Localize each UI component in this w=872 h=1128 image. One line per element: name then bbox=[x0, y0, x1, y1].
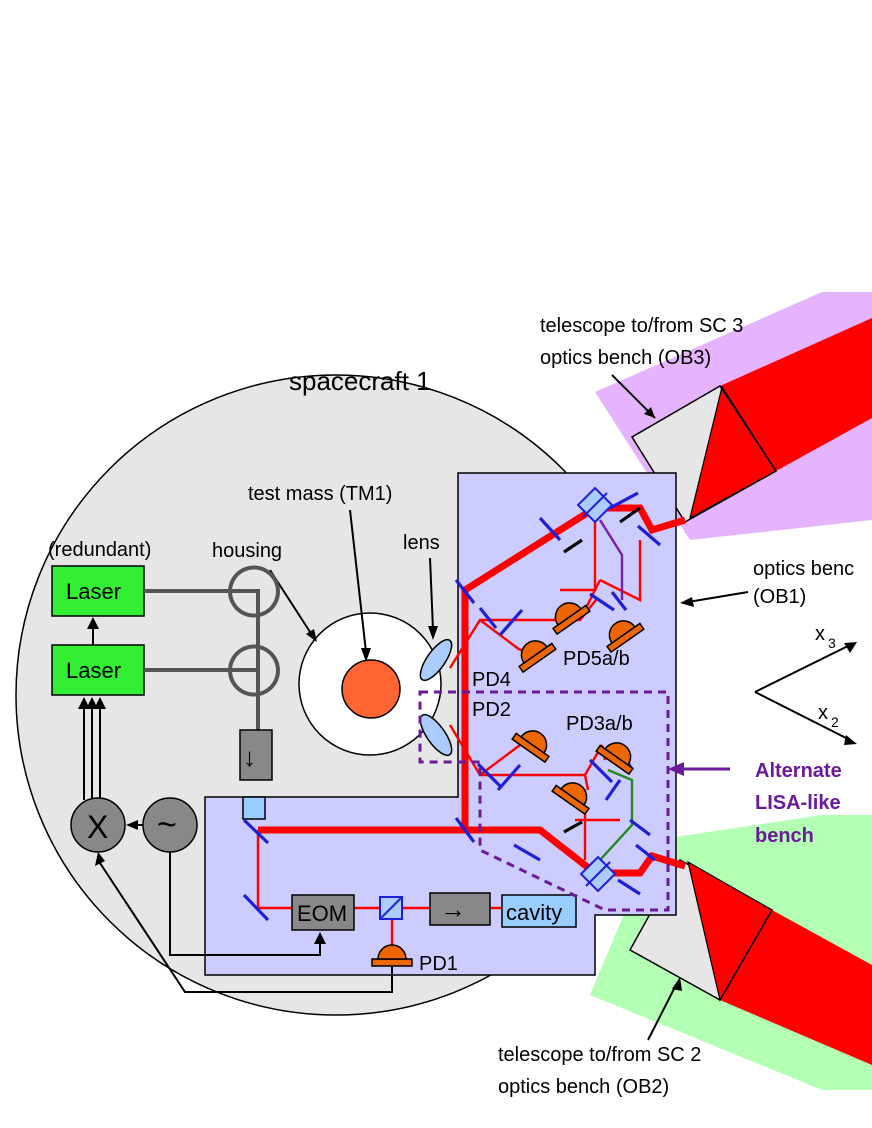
telescope3-label-line2: optics bench (OB3) bbox=[540, 347, 711, 369]
fiber-coupler bbox=[242, 796, 266, 820]
mixer-icon: X bbox=[87, 809, 108, 845]
right-arrow-icon: → bbox=[440, 894, 466, 924]
pd1-label: PD1 bbox=[419, 953, 458, 975]
sine-wave-icon: ~ bbox=[157, 806, 177, 844]
optics-bench-ob1 bbox=[204, 472, 677, 976]
x3-label: x bbox=[815, 623, 825, 645]
x3-subscript: 3 bbox=[828, 635, 836, 651]
coordinate-axes: x 3 x 2 bbox=[754, 623, 857, 745]
laser-top-label: Laser bbox=[66, 579, 121, 604]
beamsplitter-icon bbox=[379, 486, 617, 920]
test-mass-label: test mass (TM1) bbox=[248, 483, 392, 505]
fiber-isolator bbox=[239, 729, 273, 781]
spacecraft-label: spacecraft 1 bbox=[289, 366, 431, 396]
alternate-bench-outline bbox=[418, 690, 670, 912]
lens-label: lens bbox=[403, 532, 440, 554]
test-mass bbox=[341, 659, 401, 719]
optical-isolator bbox=[429, 892, 491, 926]
mirrors bbox=[242, 491, 662, 922]
alternate-label-line3: bench bbox=[755, 825, 814, 847]
laser-top bbox=[51, 565, 145, 617]
x2-subscript: 2 bbox=[831, 714, 839, 730]
optics-bench-label-line1: optics benc bbox=[753, 558, 854, 580]
x2-label: x bbox=[818, 702, 828, 724]
telescope-sc3 bbox=[630, 318, 872, 524]
fiber-bottom bbox=[144, 644, 280, 730]
cavity-label: cavity bbox=[506, 900, 562, 925]
housing-label: housing bbox=[212, 540, 282, 562]
redundant-label: (redundant) bbox=[48, 539, 151, 561]
laser-bottom bbox=[51, 644, 145, 696]
pd4-label: PD4 bbox=[472, 669, 511, 691]
optics-bench-label-line2: (OB1) bbox=[753, 586, 806, 608]
cavity-box bbox=[501, 894, 577, 928]
telescope2-label-line1: telescope to/from SC 2 bbox=[498, 1044, 701, 1066]
alternate-label-line2: LISA-like bbox=[755, 792, 841, 814]
eom-label: EOM bbox=[297, 901, 347, 926]
laser-bottom-label: Laser bbox=[66, 658, 121, 683]
pd2-label: PD2 bbox=[472, 699, 511, 721]
telescope3-label-line1: telescope to/from SC 3 bbox=[540, 315, 743, 337]
down-arrow-icon: ↓ bbox=[243, 742, 256, 772]
telescope2-label-line2: optics bench (OB2) bbox=[498, 1076, 669, 1098]
pd5-label: PD5a/b bbox=[563, 648, 630, 670]
photodiode-icon bbox=[371, 602, 645, 967]
lens-upper bbox=[419, 638, 453, 682]
main-beam-lower bbox=[465, 826, 687, 877]
pd3-label: PD3a/b bbox=[566, 713, 633, 735]
alternate-label-line1: Alternate bbox=[755, 760, 842, 782]
lens-lower bbox=[419, 713, 453, 757]
eom-box bbox=[291, 894, 355, 931]
beam-dumps bbox=[563, 506, 641, 834]
